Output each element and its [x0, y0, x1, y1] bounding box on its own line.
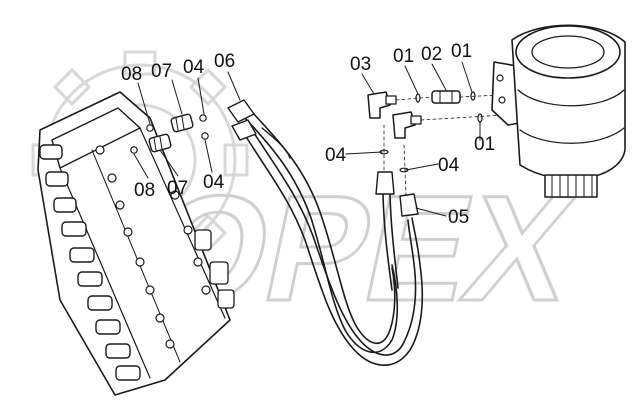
- fitting-07-top: [170, 113, 194, 133]
- callout-07-bot: 07: [167, 178, 188, 199]
- callout-08-top: 08: [121, 64, 142, 85]
- hose-nut-left: [375, 171, 395, 195]
- hose-05: [244, 129, 424, 366]
- callout-04-right: 04: [438, 155, 460, 176]
- elbow-fitting-03-lower: [392, 111, 422, 139]
- callout-04-mid: 04: [325, 145, 347, 166]
- hose-06: [244, 111, 399, 354]
- callout-04-bot: 04: [203, 172, 225, 193]
- hose-riser-left: [382, 194, 399, 291]
- callout-05: 05: [448, 207, 469, 228]
- callout-leaders: [133, 61, 481, 217]
- callout-labels: 08 07 04 06 03 01 02 01 04 04 01 08 07 0…: [121, 41, 495, 228]
- callout-08-bot: 08: [134, 180, 155, 201]
- callout-06: 06: [214, 51, 235, 72]
- oring-08: [130, 124, 154, 154]
- callout-07-top: 07: [151, 61, 172, 82]
- hose-end-fitting-06: [227, 99, 257, 141]
- motor-pinion-gear: [544, 174, 598, 198]
- hose-nut-right: [399, 193, 419, 217]
- callout-01-a: 01: [393, 46, 414, 67]
- fitting-07-bottom: [148, 133, 172, 153]
- adapter-02: [431, 90, 461, 104]
- control-valve-block: [37, 91, 235, 396]
- hydraulic-motor: [491, 24, 626, 198]
- valve-spool-caps: [39, 144, 141, 381]
- callout-02: 02: [421, 44, 442, 65]
- elbow-fitting-03-upper: [367, 91, 397, 119]
- callout-04-top: 04: [183, 57, 205, 78]
- callout-01-b: 01: [451, 41, 472, 62]
- callout-03: 03: [350, 54, 371, 75]
- oring-04-valve: [199, 114, 209, 140]
- valve-port-holes: [95, 145, 211, 349]
- callout-01-c: 01: [474, 134, 495, 155]
